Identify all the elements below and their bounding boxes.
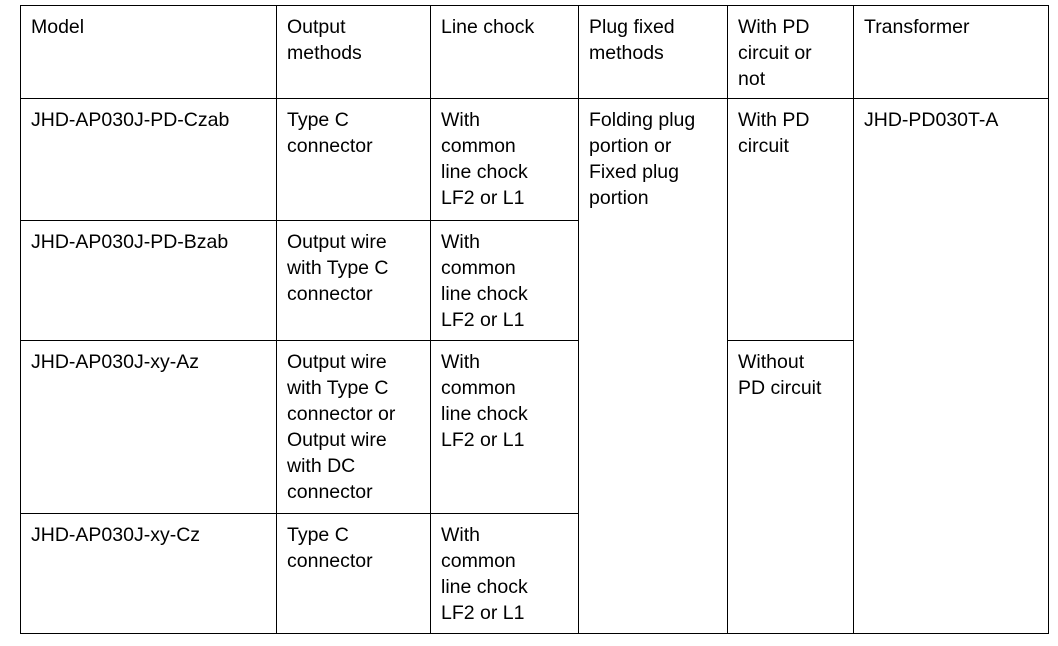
cell-output-methods: Output wire with Type C connector or Out… bbox=[276, 340, 431, 514]
cell-model: JHD-AP030J-xy-Az bbox=[20, 340, 277, 514]
column-header-plug-fixed-methods: Plug fixed methods bbox=[578, 5, 728, 99]
column-header-output-methods: Output methods bbox=[276, 5, 431, 99]
column-header-model: Model bbox=[20, 5, 277, 99]
column-header-with-pd-circuit-or-not: With PD circuit or not bbox=[727, 5, 854, 99]
model-specification-table: Model Output methods Line chock Plug fix… bbox=[20, 5, 1049, 634]
cell-transformer-merged: JHD-PD030T-A bbox=[853, 98, 1049, 634]
column-header-line-chock: Line chock bbox=[430, 5, 579, 99]
cell-model: JHD-AP030J-PD-Czab bbox=[20, 98, 277, 221]
cell-model: JHD-AP030J-xy-Cz bbox=[20, 513, 277, 634]
table-header-row: Model Output methods Line chock Plug fix… bbox=[20, 5, 1049, 99]
cell-pd-circuit-without-merged: Without PD circuit bbox=[727, 340, 854, 634]
cell-output-methods: Type C connector bbox=[276, 98, 431, 221]
cell-model: JHD-AP030J-PD-Bzab bbox=[20, 220, 277, 341]
cell-output-methods: Output wire with Type C connector bbox=[276, 220, 431, 341]
table-row: JHD-AP030J-PD-Bzab Output wire with Type… bbox=[20, 220, 1049, 341]
table-row: JHD-AP030J-PD-Czab Type C connector With… bbox=[20, 98, 1049, 634]
table-row: JHD-AP030J-xy-Az Output wire with Type C… bbox=[20, 340, 1049, 634]
cell-line-chock: With common line chock LF2 or L1 bbox=[430, 220, 579, 341]
column-header-transformer: Transformer bbox=[853, 5, 1049, 99]
cell-pd-circuit-with-merged: With PD circuit bbox=[727, 98, 854, 341]
cell-plug-fixed-methods-merged: Folding plug portion or Fixed plug porti… bbox=[578, 98, 728, 634]
cell-line-chock: With common line chock LF2 or L1 bbox=[430, 340, 579, 514]
table-row: JHD-AP030J-xy-Cz Type C connector With c… bbox=[20, 513, 1049, 634]
cell-output-methods: Type C connector bbox=[276, 513, 431, 634]
cell-line-chock: With common line chock LF2 or L1 bbox=[430, 513, 579, 634]
cell-line-chock: With common line chock LF2 or L1 bbox=[430, 98, 579, 221]
